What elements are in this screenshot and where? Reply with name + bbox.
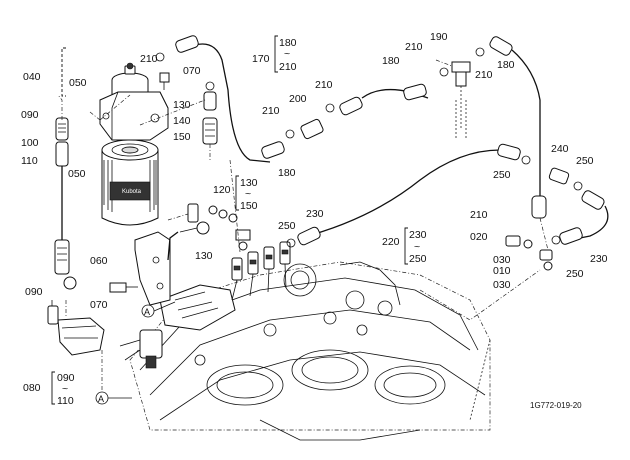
label-090-bottom: 090 [25, 286, 43, 298]
range-080-tilde: ~ [62, 383, 68, 395]
label-210-a: 210 [140, 53, 158, 65]
range-220-to: 250 [409, 253, 427, 265]
label-230-left: 230 [306, 208, 324, 220]
label-020: 020 [470, 231, 488, 243]
range-120-from: 130 [240, 177, 258, 189]
label-250-right: 250 [576, 155, 594, 167]
label-080: 080 [23, 382, 41, 394]
label-120: 120 [213, 184, 231, 196]
part-number-labels: 040 050 090 100 110 050 070 130 140 150 … [21, 31, 608, 394]
label-150: 150 [173, 131, 191, 143]
engine-cylinder-head [129, 261, 491, 441]
range-220-from: 230 [409, 229, 427, 241]
filter-brand-label: Kubota [122, 189, 142, 195]
label-250-mid: 250 [493, 169, 511, 181]
label-060: 060 [90, 255, 108, 267]
range-170-to: 210 [279, 61, 297, 73]
label-030-a: 030 [493, 254, 511, 266]
label-050-cartridge: 050 [68, 168, 86, 180]
label-230-right: 230 [590, 253, 608, 265]
range-220-tilde: ~ [414, 241, 420, 253]
label-090-top: 090 [21, 109, 39, 121]
label-240: 240 [551, 143, 569, 155]
range-080-to: 110 [57, 395, 74, 407]
label-070-top: 070 [183, 65, 201, 77]
label-030-b: 030 [493, 279, 511, 291]
range-170-tilde: ~ [284, 48, 290, 60]
label-250-left: 250 [278, 220, 296, 232]
label-210-d: 210 [405, 41, 423, 53]
range-120-tilde: ~ [245, 188, 251, 200]
label-010: 010 [493, 265, 511, 277]
label-210-e: 210 [475, 69, 493, 81]
label-210-c: 210 [315, 79, 333, 91]
label-220: 220 [382, 236, 400, 248]
ref-a-upper-text: A [144, 307, 150, 317]
banjo-fittings [208, 205, 251, 251]
injection-pump-assembly [119, 241, 291, 369]
label-100: 100 [21, 137, 39, 149]
tee-joint [451, 61, 471, 140]
filter-cartridge: Kubota [101, 139, 159, 226]
hose-clamps [155, 47, 583, 248]
label-130-bottom: 130 [195, 250, 213, 262]
left-fuel-hose [47, 94, 105, 356]
label-180-a: 180 [278, 167, 296, 179]
label-140: 140 [173, 115, 191, 127]
label-180-b: 180 [382, 55, 400, 67]
label-050-top: 050 [69, 77, 87, 89]
label-170: 170 [252, 53, 270, 65]
label-070-bottom: 070 [90, 299, 108, 311]
ref-a-lower-text: A [98, 394, 104, 404]
label-130-top: 130 [173, 99, 191, 111]
label-200: 200 [289, 93, 307, 105]
range-080-from: 090 [57, 372, 75, 384]
injection-nozzles [231, 241, 291, 301]
injection-pipe-connections [167, 81, 251, 261]
label-210-f: 210 [470, 209, 488, 221]
label-180-c: 180 [497, 59, 515, 71]
leader-lines [89, 59, 549, 253]
label-190: 190 [430, 31, 448, 43]
range-120-to: 150 [240, 200, 258, 212]
label-250-low: 250 [566, 268, 584, 280]
range-170-from: 180 [279, 37, 297, 49]
label-210-b: 210 [262, 105, 280, 117]
return-hose-route [175, 35, 609, 321]
fuel-filter-assembly: Kubota [99, 62, 171, 306]
range-brackets: 090 ~ 110 130 ~ 150 180 ~ 210 230 ~ 250 [51, 35, 427, 407]
reference-marker-a-lower: A [95, 350, 132, 405]
reference-marker-a-upper: A [141, 301, 176, 318]
label-040: 040 [23, 71, 41, 83]
label-110: 110 [21, 155, 38, 167]
diagram-code: 1G772-019-20 [530, 401, 582, 410]
